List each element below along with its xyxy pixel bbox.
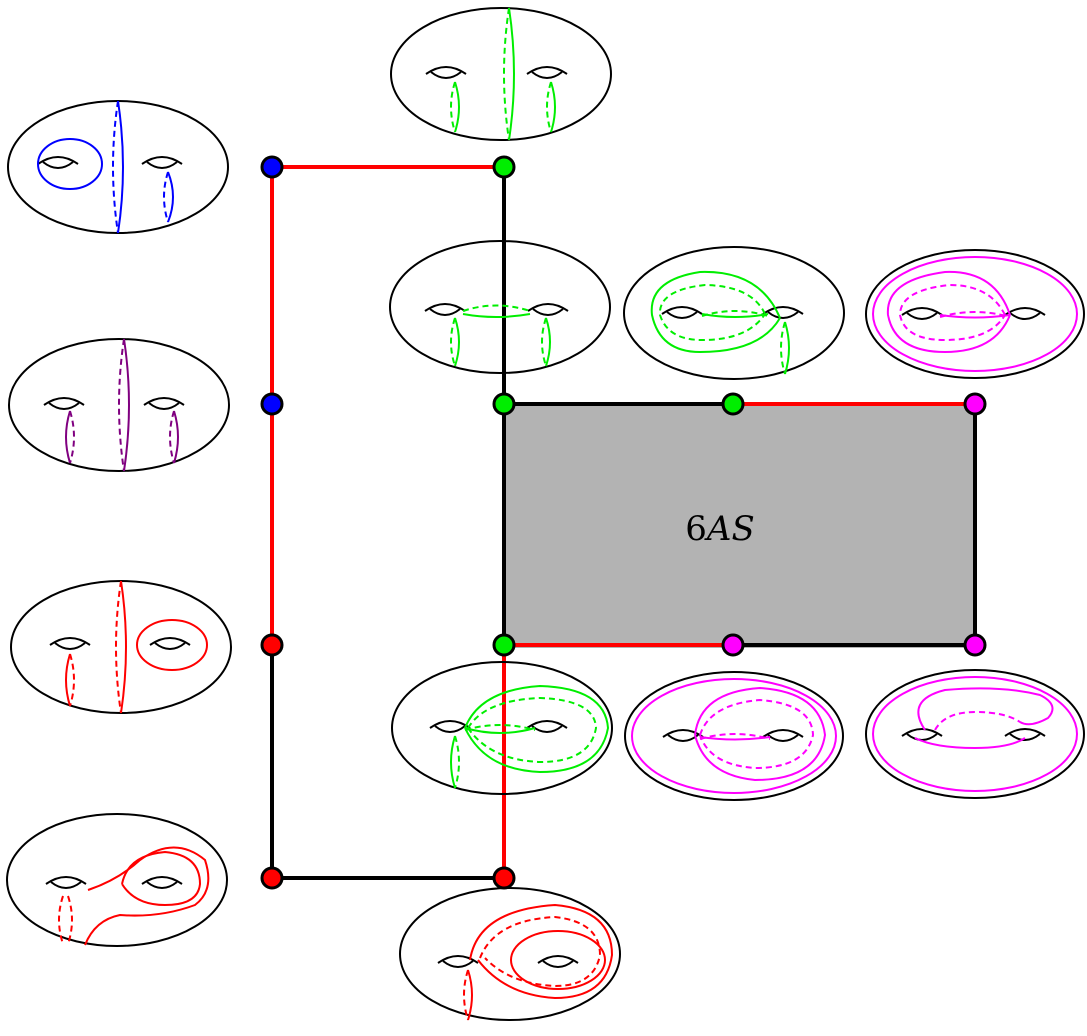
surface-green-square-tm [623, 246, 845, 380]
surface-purple-three-curves [8, 338, 230, 472]
face-label: 6AS [685, 509, 755, 549]
vertices [260, 155, 987, 890]
edges [270, 165, 977, 880]
surface-red-looping [6, 813, 228, 947]
surface-red-bottom [399, 887, 621, 1021]
vertex-green-square-tm [721, 392, 745, 416]
surface-green-square-bl [391, 661, 613, 795]
vertex-red-bottom-right [492, 866, 516, 890]
face-6as [504, 404, 975, 648]
surfaces [6, 7, 1085, 1021]
surface-green-top [390, 7, 612, 141]
surface-magenta-square-bm [624, 671, 844, 801]
vertex-red-left [260, 633, 284, 657]
vertex-blue-mid [260, 392, 284, 416]
surface-magenta-square-tr [865, 249, 1085, 379]
surface-red-separating [10, 580, 232, 714]
vertex-magenta-square-bm [721, 633, 745, 657]
vertex-blue-top [260, 155, 284, 179]
surface-magenta-square-br [865, 669, 1085, 799]
vertex-red-bottom-left [260, 866, 284, 890]
surface-blue-separating [7, 100, 229, 234]
vertex-green-top [492, 155, 516, 179]
vertex-green-square-tl [492, 392, 516, 416]
surface-green-square-tl [389, 240, 611, 374]
vertex-magenta-square-tr [963, 392, 987, 416]
vertex-green-square-bl [492, 633, 516, 657]
vertex-magenta-square-br [963, 633, 987, 657]
